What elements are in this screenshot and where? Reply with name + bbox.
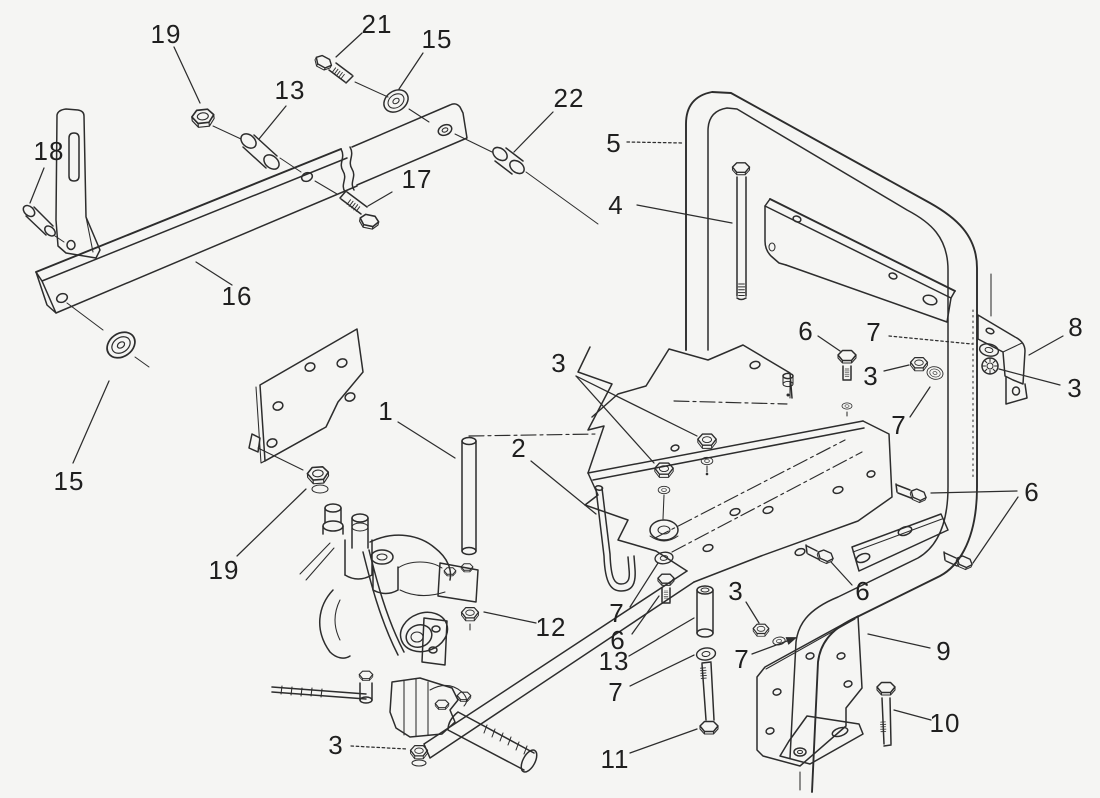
- leader-line: [629, 562, 659, 608]
- callout-18: 18: [33, 135, 65, 166]
- callout-4: 4: [608, 189, 624, 220]
- j-bolt: [594, 485, 636, 592]
- gearbox: [271, 503, 538, 773]
- leader-line: [29, 167, 45, 204]
- leader-line: [883, 364, 910, 372]
- clevis-pin: [461, 436, 477, 556]
- leader-line: [1028, 335, 1064, 356]
- centerlines: [66, 81, 599, 471]
- leader-line: [626, 141, 685, 144]
- leader-line: [72, 380, 110, 464]
- callout-7: 7: [891, 409, 907, 440]
- callout-17: 17: [401, 163, 433, 194]
- lift-bar: [35, 103, 468, 314]
- leader-line: [631, 595, 660, 635]
- mount-plate: [248, 328, 364, 494]
- leader-line: [751, 640, 788, 655]
- callout-15: 15: [421, 23, 453, 54]
- leader-line: [575, 375, 698, 437]
- leader-line: [195, 261, 233, 286]
- bottom-bracket: [756, 615, 896, 791]
- leader-line: [513, 111, 554, 153]
- callout-5: 5: [606, 127, 622, 158]
- callout-6: 6: [855, 575, 871, 606]
- callout-10: 10: [929, 707, 961, 738]
- leader-line: [628, 617, 695, 657]
- leader-arrowhead: [785, 637, 798, 645]
- callout-12: 12: [535, 611, 567, 642]
- support-strap: [805, 483, 975, 572]
- callout-21: 21: [361, 8, 393, 39]
- callout-1: 1: [378, 395, 394, 426]
- callout-7: 7: [734, 643, 750, 674]
- callout-3: 3: [551, 347, 567, 378]
- mount-bar: [731, 162, 956, 417]
- top-left-hardware: [101, 52, 525, 364]
- leader-line: [236, 488, 307, 557]
- leader-line: [350, 745, 408, 750]
- callout-11: 11: [600, 743, 630, 774]
- callout-6: 6: [610, 624, 626, 655]
- leader-line: [909, 386, 931, 418]
- callout-15: 15: [53, 465, 85, 496]
- callout-7: 7: [608, 676, 624, 707]
- leader-line: [888, 335, 973, 345]
- leader-line: [867, 633, 931, 649]
- leader-line: [998, 368, 1061, 386]
- corner-bracket: [909, 273, 1028, 405]
- leader-line: [629, 654, 695, 687]
- callout-2: 2: [511, 432, 527, 463]
- callout-3: 3: [863, 360, 879, 391]
- clevis-bracket: [22, 108, 101, 259]
- callout-22: 22: [553, 82, 585, 113]
- leader-line: [745, 601, 760, 624]
- callout-8: 8: [1068, 311, 1084, 342]
- callout-13: 13: [598, 645, 630, 676]
- callout-16: 16: [221, 280, 253, 311]
- leader-line: [575, 375, 655, 464]
- callout-19: 19: [150, 18, 182, 49]
- frame-tube: [685, 91, 978, 793]
- leader-line: [483, 611, 537, 624]
- callout-6: 6: [798, 315, 814, 346]
- leader-line: [367, 191, 393, 207]
- leader-lines: [29, 32, 1064, 754]
- leader-line: [530, 460, 597, 515]
- leader-line: [636, 204, 733, 224]
- callout-7: 7: [609, 597, 625, 628]
- leader-line: [258, 105, 287, 140]
- leader-line: [817, 335, 841, 352]
- leader-line: [335, 32, 363, 58]
- callout-3: 3: [728, 575, 744, 606]
- leader-line: [173, 46, 201, 104]
- callout-19: 19: [208, 554, 240, 585]
- leader-line: [398, 52, 424, 90]
- leader-line: [972, 496, 1019, 564]
- callout-6: 6: [1024, 476, 1040, 507]
- callout-3: 3: [328, 729, 344, 760]
- leader-line: [930, 490, 1018, 494]
- callout-9: 9: [936, 635, 952, 666]
- leader-line: [830, 561, 853, 586]
- leader-line: [629, 728, 698, 754]
- callout-13: 13: [274, 74, 306, 105]
- callout-3: 3: [1067, 372, 1083, 403]
- leader-line: [397, 421, 456, 459]
- callout-7: 7: [866, 316, 882, 347]
- mount-platform: [423, 344, 893, 759]
- center-hardware: [653, 550, 787, 735]
- leader-line: [893, 709, 932, 721]
